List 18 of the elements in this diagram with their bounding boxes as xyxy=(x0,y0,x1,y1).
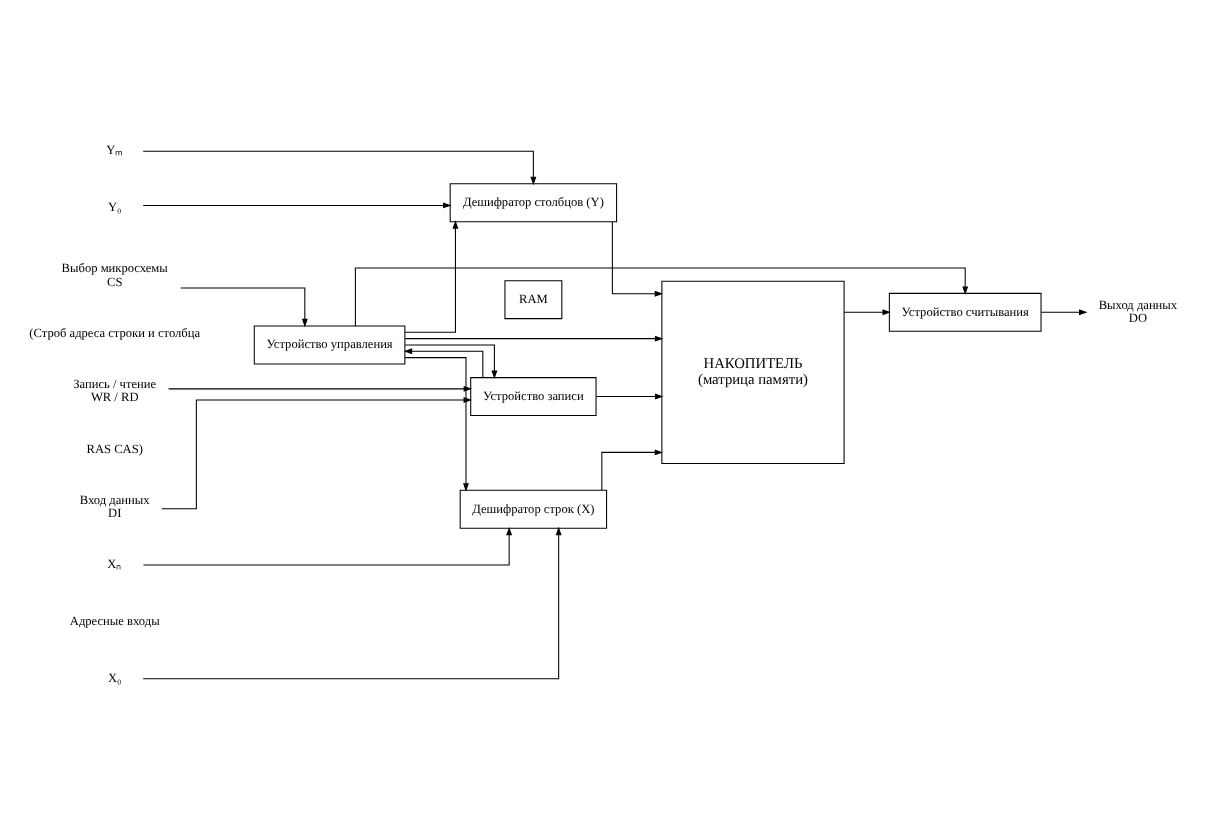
arrow xyxy=(404,344,498,379)
arrow xyxy=(601,449,664,491)
arrow xyxy=(843,309,891,316)
arrow xyxy=(142,202,452,209)
arrow xyxy=(403,348,484,378)
arrow xyxy=(611,221,664,297)
arrow xyxy=(161,397,472,510)
arrow xyxy=(404,357,469,492)
arrow xyxy=(404,335,664,342)
arrow xyxy=(142,150,537,186)
node-box: НАКОПИТЕЛЬ (матрица памяти) xyxy=(661,280,845,464)
arrow xyxy=(142,526,513,566)
arrow xyxy=(404,220,459,333)
arrow xyxy=(180,287,308,328)
arrow xyxy=(1040,309,1088,316)
arrow xyxy=(354,267,969,327)
arrow xyxy=(595,393,664,400)
arrow xyxy=(142,526,562,680)
